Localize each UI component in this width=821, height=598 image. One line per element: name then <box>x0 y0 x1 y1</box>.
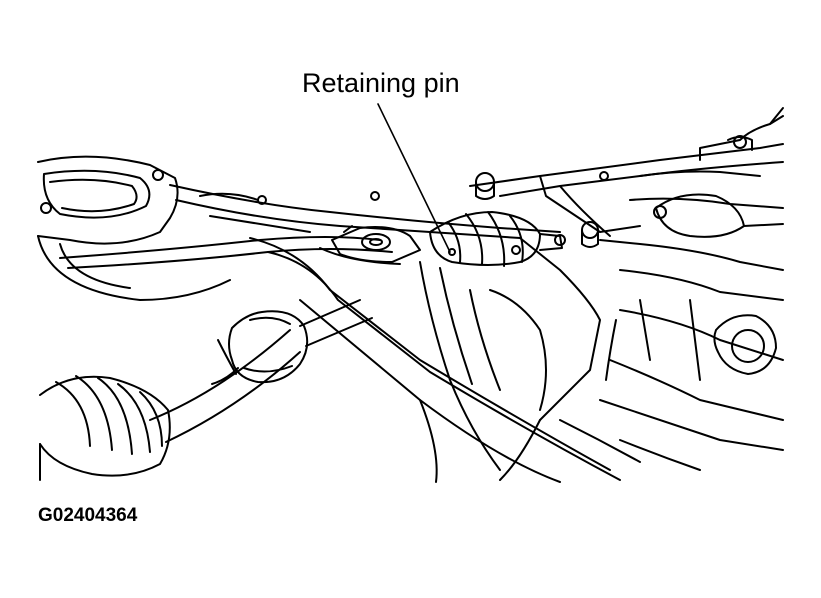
transmission-housing <box>469 107 784 255</box>
lower-strut <box>249 237 641 483</box>
inner-cv-boot <box>429 211 563 267</box>
right-bracket <box>499 237 784 481</box>
retaining-pin-label: Retaining pin <box>302 68 460 98</box>
left-housing-flange <box>37 155 231 301</box>
figure-code-label: G02404364 <box>38 505 138 526</box>
left-cv-boot <box>39 375 171 481</box>
left-drive-shaft <box>149 299 373 443</box>
center-mount <box>319 225 421 265</box>
callout-leader-line <box>377 103 451 253</box>
cross-member <box>59 184 561 269</box>
differential-lower <box>419 261 547 471</box>
